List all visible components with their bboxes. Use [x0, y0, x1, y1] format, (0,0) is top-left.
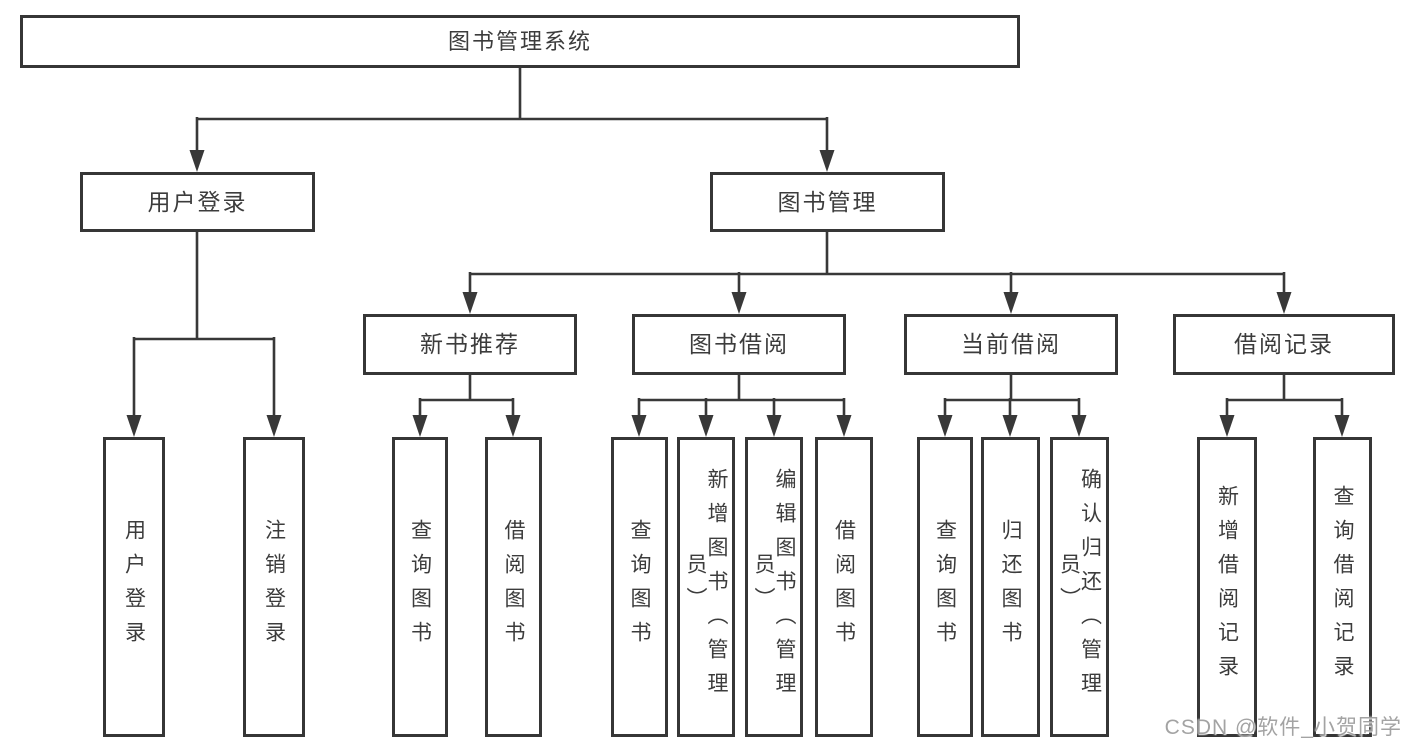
- leaf-add-book-admin: 新增图书（管理员）: [677, 437, 735, 737]
- node-label: 注销登录: [262, 519, 286, 655]
- leaf-query-books-3: 查询图书: [917, 437, 973, 737]
- node-label: 新增借阅记录: [1215, 485, 1239, 689]
- node-label: 图书借阅: [689, 331, 789, 357]
- node-label: 图书管理: [777, 188, 878, 215]
- node-label: 用户登录: [147, 188, 248, 215]
- node-label: 当前借阅: [961, 331, 1061, 357]
- csdn-watermark: CSDN @软件_小贺同学: [1164, 716, 1402, 739]
- node-label: 查询图书: [408, 519, 432, 655]
- node-label: 确认归还（管理员）: [1057, 468, 1102, 706]
- node-label: 图书管理系统: [447, 28, 592, 54]
- leaf-logout: 注销登录: [243, 437, 305, 737]
- node-label: 新增图书（管理员）: [684, 468, 728, 706]
- node-current-borrow: 当前借阅: [904, 314, 1118, 375]
- node-label: 查询图书: [628, 519, 651, 655]
- node-label: 借阅图书: [502, 519, 525, 655]
- node-system-root: 图书管理系统: [20, 15, 1020, 68]
- node-borrow-records: 借阅记录: [1173, 314, 1395, 375]
- node-book-borrow: 图书借阅: [632, 314, 846, 375]
- leaf-borrow-books-1: 借阅图书: [485, 437, 542, 737]
- leaf-edit-book-admin: 编辑图书（管理员）: [745, 437, 803, 737]
- node-new-book-recommend: 新书推荐: [363, 314, 577, 375]
- node-label: 归还图书: [999, 519, 1022, 655]
- node-label: 借阅图书: [832, 519, 856, 655]
- node-user-login: 用户登录: [80, 172, 315, 232]
- node-label: 查询图书: [933, 519, 957, 655]
- leaf-query-books-2: 查询图书: [611, 437, 668, 737]
- leaf-confirm-return-admin: 确认归还（管理员）: [1050, 437, 1109, 737]
- leaf-borrow-books-2: 借阅图书: [815, 437, 873, 737]
- leaf-query-borrow-record: 查询借阅记录: [1313, 437, 1372, 737]
- node-book-management: 图书管理: [710, 172, 945, 232]
- leaf-user-login: 用户登录: [103, 437, 165, 737]
- leaf-query-books-1: 查询图书: [392, 437, 448, 737]
- node-label: 新书推荐: [420, 331, 520, 357]
- leaf-return-book: 归还图书: [981, 437, 1040, 737]
- node-label: 用户登录: [122, 519, 146, 655]
- leaf-add-borrow-record: 新增借阅记录: [1197, 437, 1257, 737]
- node-label: 编辑图书（管理员）: [752, 468, 796, 706]
- node-label: 查询借阅记录: [1331, 485, 1354, 689]
- node-label: 借阅记录: [1234, 331, 1334, 357]
